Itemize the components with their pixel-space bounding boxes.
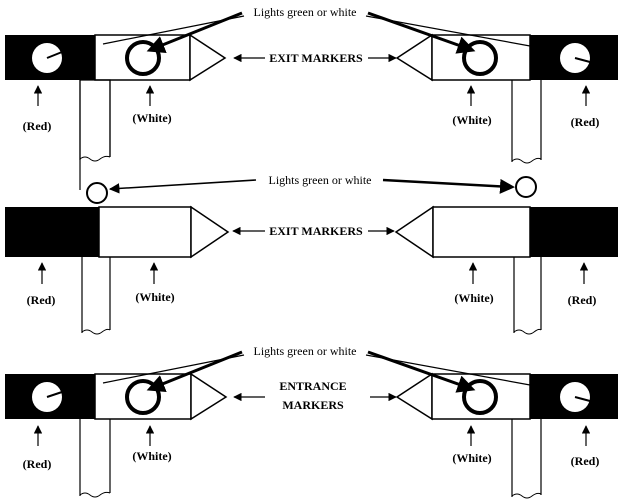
row-3-entrance-markers: Lights green or white ENTRANCE MARKERS (… [5,344,618,499]
pointer-tip [190,372,228,421]
light-ring-icon [462,40,498,76]
left-white-label: (White) [132,449,171,463]
pointer-tip [189,33,227,82]
right-marker [395,372,618,499]
pointer-tip [395,33,433,82]
pointer-tip [190,205,230,259]
right-marker [395,33,618,164]
right-red-label: (Red) [568,293,597,307]
center-label-line-1: EXIT MARKERS [269,224,363,238]
right-white-label: (White) [452,113,491,127]
right-marker [394,176,618,335]
left-red-label: (Red) [27,293,56,307]
right-white-label: (White) [452,451,491,465]
pointer-tip [394,205,434,259]
red-panel [530,207,618,257]
left-marker [5,372,228,498]
row-1-exit-markers: Lights green or white EXIT MARKERS (Red)… [5,5,618,190]
red-panel [5,207,99,257]
lights-callout: Lights green or white [254,5,357,19]
left-red-label: (Red) [23,119,52,133]
left-red-label: (Red) [23,457,52,471]
light-icon [515,176,537,198]
right-red-label: (Red) [571,454,600,468]
white-panel [98,206,192,258]
right-white-label: (White) [454,291,493,305]
right-red-label: (Red) [571,115,600,129]
center-label-line-2: MARKERS [282,398,344,412]
white-panel [432,206,531,258]
left-marker [5,182,230,335]
lights-callout: Lights green or white [254,344,357,358]
light-ring-icon [125,40,161,76]
center-label-line-1: ENTRANCE [279,379,346,393]
pointer-tip [395,372,433,421]
row-2-exit-markers: Lights green or white EXIT MARKERS (Red)… [5,173,618,335]
lights-callout: Lights green or white [269,173,372,187]
left-white-label: (White) [132,111,171,125]
left-marker [5,33,227,190]
light-icon [86,182,108,204]
light-ring-icon [462,379,498,415]
light-ring-icon [125,379,161,415]
left-white-label: (White) [135,290,174,304]
center-label-line-1: EXIT MARKERS [269,51,363,65]
